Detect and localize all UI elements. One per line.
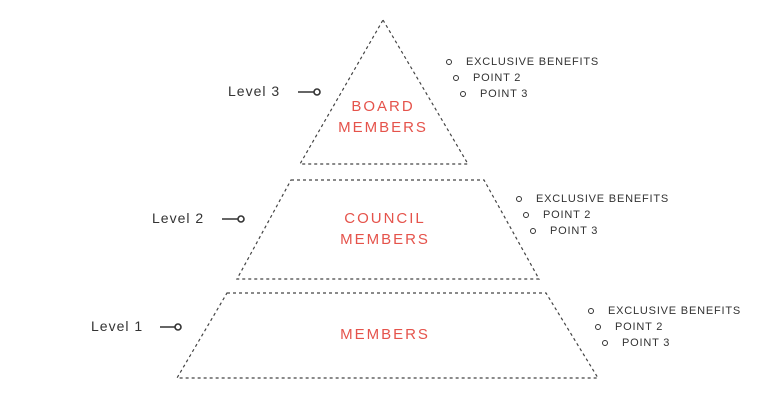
- tier-1-shape: [175, 292, 600, 379]
- benefit-text: EXCLUSIVE BENEFITS: [466, 56, 599, 68]
- tier-2-shape: [235, 179, 541, 280]
- bullet-dot-icon: [460, 91, 466, 97]
- list-item: EXCLUSIVE BENEFITS: [516, 193, 669, 205]
- benefit-text: POINT 2: [615, 321, 664, 333]
- benefit-text: POINT 3: [480, 88, 529, 100]
- bullet-dot-icon: [588, 308, 594, 314]
- list-item: POINT 2: [523, 209, 591, 221]
- level-1-label: Level 1: [91, 318, 144, 334]
- list-item: EXCLUSIVE BENEFITS: [446, 56, 599, 68]
- list-item: POINT 3: [460, 88, 528, 100]
- level-3-label: Level 3: [228, 83, 281, 99]
- level-2-connector: [222, 215, 245, 223]
- benefit-text: POINT 2: [543, 209, 592, 221]
- bullet-dot-icon: [595, 324, 601, 330]
- bullet-dot-icon: [446, 59, 452, 65]
- tier-3-name-line-1: BOARD: [351, 98, 415, 115]
- benefit-text: EXCLUSIVE BENEFITS: [536, 193, 669, 205]
- tier-3-name-line-2: MEMBERS: [338, 119, 428, 136]
- tier-2-name-line-1: COUNCIL: [344, 210, 426, 227]
- tier-3-name: BOARD MEMBERS: [320, 96, 446, 138]
- benefit-text: EXCLUSIVE BENEFITS: [608, 305, 741, 317]
- tier-2-name: COUNCIL MEMBERS: [300, 208, 470, 250]
- level-1-connector: [160, 323, 182, 331]
- bullet-dot-icon: [523, 212, 529, 218]
- list-item: POINT 3: [602, 337, 670, 349]
- benefit-text: POINT 3: [550, 225, 599, 237]
- benefit-text: POINT 2: [473, 72, 522, 84]
- bullet-dot-icon: [516, 196, 522, 202]
- tier-3-shape: [298, 18, 470, 165]
- level-3-connector: [298, 88, 321, 96]
- tier-1-name: MEMBERS: [300, 324, 470, 345]
- level-2-label: Level 2: [152, 210, 205, 226]
- list-item: POINT 2: [595, 321, 663, 333]
- bullet-dot-icon: [453, 75, 459, 81]
- tier-1-name-line-1: MEMBERS: [340, 326, 430, 343]
- benefit-text: POINT 3: [622, 337, 671, 349]
- bullet-dot-icon: [530, 228, 536, 234]
- list-item: EXCLUSIVE BENEFITS: [588, 305, 741, 317]
- list-item: POINT 2: [453, 72, 521, 84]
- bullet-dot-icon: [602, 340, 608, 346]
- list-item: POINT 3: [530, 225, 598, 237]
- tier-2-name-line-2: MEMBERS: [340, 231, 430, 248]
